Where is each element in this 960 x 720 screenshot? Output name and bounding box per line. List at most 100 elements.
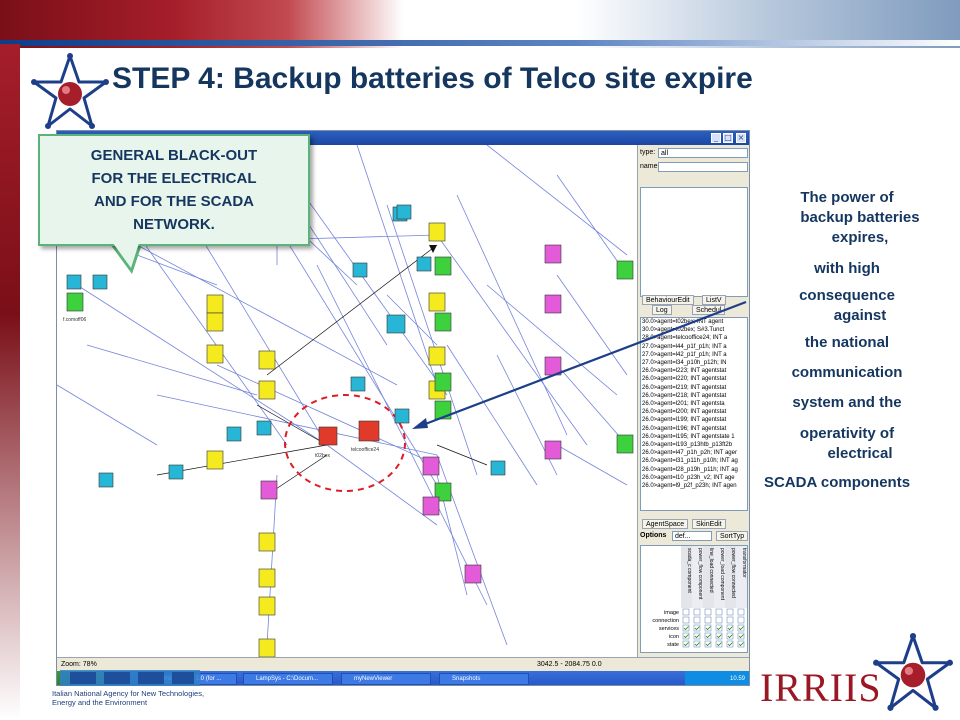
grid-checkbox[interactable] bbox=[726, 624, 734, 632]
grid-checkbox[interactable] bbox=[726, 608, 734, 616]
enea-caption-line: Energy and the Environment bbox=[52, 698, 148, 707]
log-entry[interactable]: 26.0>agent=l10_p23h_v2; INT age bbox=[642, 474, 735, 481]
grid-checkbox[interactable] bbox=[726, 640, 734, 648]
grid-checkbox[interactable] bbox=[737, 624, 745, 632]
task-item[interactable]: LampSys - C:\Docum... bbox=[243, 673, 333, 685]
log-entry[interactable]: 27.0>agent=l44_p1f_p1h; INT a bbox=[642, 343, 727, 350]
task-item[interactable]: myNewViewer bbox=[341, 673, 431, 685]
grid-checkbox[interactable] bbox=[737, 608, 745, 616]
grid-checkbox[interactable] bbox=[726, 632, 734, 640]
log-entry[interactable]: 26.0>agent=l9_p2f_p23h; INT agen bbox=[642, 483, 737, 490]
close-icon[interactable]: × bbox=[736, 133, 746, 143]
log-entry[interactable]: 26.0>agent=l28_p19h_p11h; INT ag bbox=[642, 466, 738, 473]
grid-checkbox[interactable] bbox=[715, 616, 723, 624]
log-entry[interactable]: 26.0>agent=l201; INT agentsta bbox=[642, 401, 725, 408]
header-ribbon bbox=[0, 40, 960, 46]
tab-skinedit[interactable]: SkinEdit bbox=[692, 519, 726, 529]
log-entry[interactable]: 30.0>agent=t02bex; S#3.Tunct bbox=[642, 327, 725, 334]
result-list[interactable] bbox=[640, 187, 748, 297]
callout-tail-inner bbox=[113, 243, 139, 268]
log-entry[interactable]: 26.0>agent=l223; INT agentstat bbox=[642, 368, 727, 375]
note-line: system and the bbox=[792, 394, 902, 411]
log-entry[interactable]: 26.0>agent=l31_p11h_p10h; INT ag bbox=[642, 458, 738, 465]
minimize-icon[interactable]: _ bbox=[711, 133, 721, 143]
sort-type-button[interactable]: SortTyp bbox=[716, 531, 749, 541]
check-icon bbox=[727, 626, 733, 631]
grid-checkbox[interactable] bbox=[737, 632, 745, 640]
log-list[interactable]: 30.0>agent=t02bex; INT agent 30.0>agent=t… bbox=[640, 317, 748, 511]
grid-checkbox[interactable] bbox=[737, 616, 745, 624]
grid-checkbox[interactable] bbox=[704, 624, 712, 632]
grid-checkbox[interactable] bbox=[682, 632, 690, 640]
check-icon bbox=[738, 634, 744, 639]
note-line: backup batteries bbox=[800, 209, 920, 226]
check-icon bbox=[705, 634, 711, 639]
log-entry[interactable]: 26.0>agent=l193_p13htb_p13ft2b bbox=[642, 442, 733, 449]
tab-behaviouredit[interactable]: BehaviourEdit bbox=[642, 295, 694, 305]
star-logo-icon bbox=[31, 53, 109, 129]
tab-log[interactable]: Log bbox=[652, 305, 672, 315]
grid-checkbox[interactable] bbox=[704, 616, 712, 624]
grid-row-label: state bbox=[667, 642, 679, 648]
grid-checkbox[interactable] bbox=[682, 616, 690, 624]
log-entry[interactable]: 26.0>agent=l220; INT agentstat bbox=[642, 376, 727, 383]
log-entry[interactable]: 26.0>agent=l219; INT agentstat bbox=[642, 384, 727, 391]
slide-title: STEP 4: Backup batteries of Telco site e… bbox=[112, 62, 753, 95]
options-select[interactable]: def... bbox=[672, 531, 712, 541]
grid-checkbox[interactable] bbox=[715, 624, 723, 632]
grid-checkbox[interactable] bbox=[726, 616, 734, 624]
node-telco-left-label: t02bex bbox=[315, 453, 331, 459]
grid-checkbox[interactable] bbox=[715, 632, 723, 640]
grid-checkbox[interactable] bbox=[715, 640, 723, 648]
log-entry[interactable]: 26.0>agent=l195; INT agentstate 1 bbox=[642, 433, 735, 440]
grid-row-label: services bbox=[659, 626, 679, 632]
grid-checkbox[interactable] bbox=[693, 640, 701, 648]
grid-checkbox[interactable] bbox=[737, 640, 745, 648]
log-entry[interactable]: 30.0>agent=t02bex; INT agent bbox=[642, 319, 724, 325]
tab-listview[interactable]: ListV bbox=[702, 295, 726, 305]
callout-line: FOR THE ELECTRICAL bbox=[91, 170, 257, 187]
log-entry[interactable]: 26.0>agent=l218; INT agentstat bbox=[642, 392, 727, 399]
tab-agentspace[interactable]: AgentSpace bbox=[642, 519, 689, 529]
network-graph-canvas: t02bex telcooffice24 f.comoff06 bbox=[57, 145, 634, 657]
log-entry[interactable]: 27.0>agent=l42_p1f_p1h; INT a bbox=[642, 351, 727, 358]
check-icon bbox=[716, 626, 722, 631]
grid-checkbox[interactable] bbox=[704, 632, 712, 640]
log-entry[interactable]: 26.0>agent=l47_p1h_p2h; INT ager bbox=[642, 450, 737, 457]
log-entry[interactable]: 26.0>agent=l200; INT agentstat bbox=[642, 409, 727, 416]
enea-caption-line: Italian National Agency for New Technolo… bbox=[52, 689, 205, 698]
name-input[interactable] bbox=[658, 162, 748, 172]
grid-checkbox[interactable] bbox=[715, 608, 723, 616]
check-icon bbox=[694, 634, 700, 639]
callout-line: AND FOR THE SCADA bbox=[94, 193, 254, 210]
grid-checkbox[interactable] bbox=[704, 608, 712, 616]
note-line: communication bbox=[791, 364, 903, 381]
check-icon bbox=[727, 642, 733, 647]
log-entry[interactable]: 26.0>agent=l196; INT agentstat bbox=[642, 425, 727, 432]
enea-caption: Italian National Agency for New Technolo… bbox=[52, 689, 204, 707]
maximize-icon[interactable]: □ bbox=[723, 133, 733, 143]
check-icon bbox=[683, 642, 689, 647]
grid-checkbox[interactable] bbox=[704, 640, 712, 648]
task-item[interactable]: Snapshots bbox=[439, 673, 529, 685]
coord-readout: 3042.5 - 2084.75 0.0 bbox=[537, 661, 602, 668]
grid-checkbox[interactable] bbox=[693, 624, 701, 632]
grid-checkbox[interactable] bbox=[682, 624, 690, 632]
pointer-arrow bbox=[412, 300, 747, 429]
header-band bbox=[0, 0, 960, 48]
type-select[interactable]: all bbox=[658, 148, 748, 158]
grid-checkbox[interactable] bbox=[693, 608, 701, 616]
log-entry[interactable]: 26.0>agent=l199; INT agentstat bbox=[642, 417, 727, 424]
grid-column-header: power_load component bbox=[719, 548, 725, 601]
note-line: electrical bbox=[827, 445, 893, 462]
log-entry[interactable]: 28.0>agent=telcooffice24; INT a bbox=[642, 335, 728, 342]
grid-checkbox[interactable] bbox=[682, 608, 690, 616]
zoom-readout: Zoom: 78% bbox=[61, 661, 97, 668]
log-entry[interactable]: 27.0>agent=l34_p10h_p12h; IN bbox=[642, 360, 727, 367]
grid-checkbox[interactable] bbox=[693, 632, 701, 640]
grid-column-band bbox=[692, 546, 703, 608]
check-icon bbox=[705, 642, 711, 647]
grid-checkbox[interactable] bbox=[682, 640, 690, 648]
grid-checkbox[interactable] bbox=[693, 616, 701, 624]
